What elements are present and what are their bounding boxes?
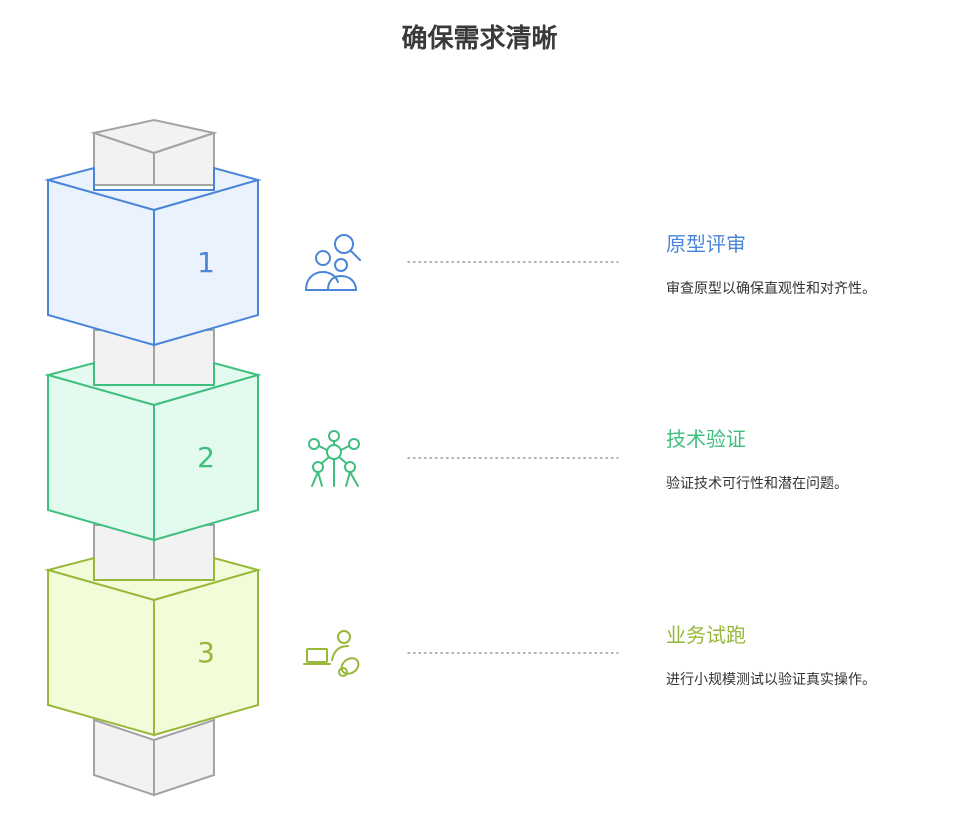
- step-1-block: 1: [44, 166, 262, 347]
- step-3-title: 业务试跑: [666, 623, 746, 647]
- step-1-title: 原型评审: [666, 232, 746, 256]
- molecule-network-icon: [308, 430, 360, 487]
- step-3-description: 进行小规模测试以验证真实操作。: [666, 672, 876, 688]
- pillar-bottom: [93, 718, 215, 797]
- step-2-block: 2: [44, 361, 262, 542]
- step-2-title: 技术验证: [666, 427, 746, 451]
- step-3-number: 3: [197, 636, 215, 669]
- step-3-block: 3: [44, 556, 262, 737]
- step-1-description: 审查原型以确保直观性和对齐性。: [666, 281, 876, 297]
- step-1-number: 1: [197, 246, 215, 279]
- pillar-top: [90, 118, 218, 186]
- step-2-description: 验证技术可行性和潜在问题。: [666, 476, 848, 492]
- people-search-icon: [305, 234, 361, 291]
- person-laptop-icon: [303, 630, 360, 677]
- page-title: 确保需求清晰: [401, 24, 558, 54]
- step-2-number: 2: [197, 441, 215, 474]
